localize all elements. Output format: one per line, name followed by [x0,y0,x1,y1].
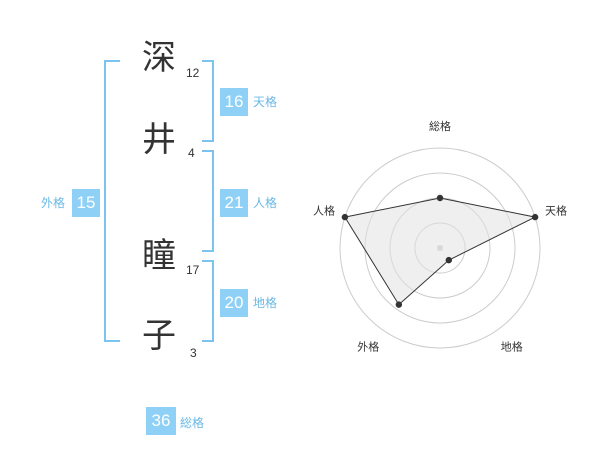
radar-point-5 [341,213,349,221]
tenkaku-value-badge: 16 [220,88,248,116]
jinkaku-bracket [202,150,214,252]
radar-point-3 [445,256,453,264]
radar-axis-label-5: 人格 [313,203,335,217]
gaikaku-bracket [104,60,120,342]
gaikaku-value-badge: 15 [72,189,100,217]
radar-axis-label-4: 外格 [357,340,379,354]
tenkaku-bracket [202,60,214,142]
stroke-count-1: 12 [186,66,200,80]
soukaku-label: 総格 [180,416,205,430]
radar-axis-label-3: 地格 [501,340,523,354]
gaikaku-label: 外格 [41,196,66,210]
radar-point-1 [436,194,444,202]
jinkaku-value-badge: 21 [220,189,248,217]
soukaku-value-badge: 36 [146,407,176,435]
kanji-4: 子 [142,316,176,356]
jinkaku-label: 人格 [253,196,278,210]
radar-point-2 [531,213,539,221]
chikaku-value-badge: 20 [220,289,248,317]
radar-ring [339,147,541,349]
stroke-count-2: 4 [188,146,195,160]
chikaku-label: 地格 [253,296,278,310]
kanji-3: 瞳 [142,236,176,276]
radar-data-polygon [344,197,537,306]
radar-axis-label-1: 総格 [429,119,451,133]
tenkaku-label: 天格 [253,95,278,109]
radar-axis-label-2: 天格 [545,203,567,217]
kanji-2: 井 [142,120,176,160]
chikaku-bracket [202,260,214,342]
stroke-count-4: 3 [190,346,197,360]
radar-point-4 [395,301,403,308]
stroke-count-3: 17 [186,263,200,277]
kanji-1: 深 [142,38,176,78]
